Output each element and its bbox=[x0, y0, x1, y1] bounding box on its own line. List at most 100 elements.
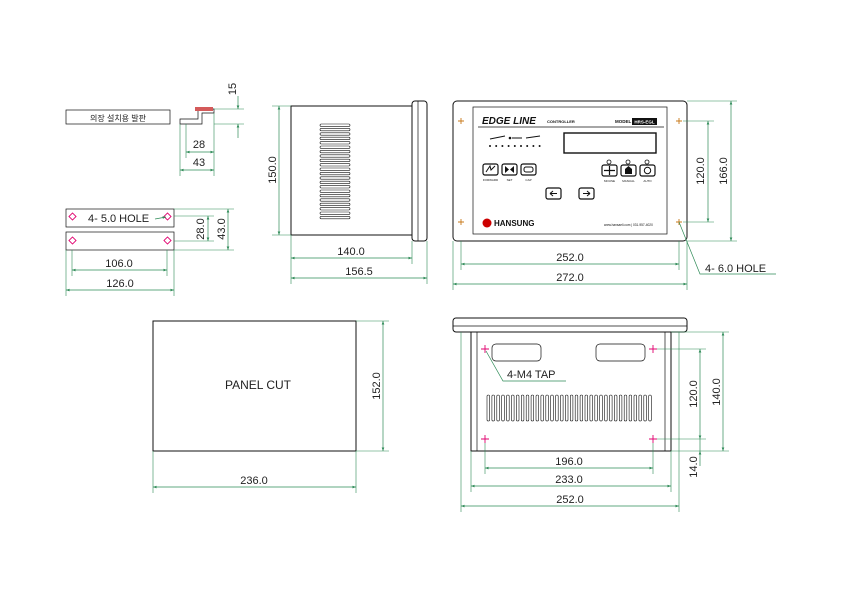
indicator-led bbox=[513, 145, 516, 147]
bottom-vent-slot bbox=[584, 394, 588, 422]
indicator-led bbox=[495, 145, 498, 147]
arrow-left-icon bbox=[549, 190, 557, 197]
plate-dim-pitch-v: 28.0 bbox=[195, 218, 207, 239]
front-dim-pitch-h: 252.0 bbox=[556, 252, 584, 264]
auto-icon bbox=[643, 166, 652, 175]
bottom-vent-slot bbox=[550, 394, 554, 422]
bottom-dim-pitch-h: 196.0 bbox=[555, 456, 583, 468]
arrow-right-icon bbox=[583, 190, 591, 197]
side-vent-slot bbox=[319, 158, 351, 162]
manual-icon bbox=[625, 166, 632, 174]
plate-lower bbox=[65, 231, 175, 251]
front-indicator-leds bbox=[489, 145, 541, 147]
side-vent-slot bbox=[319, 185, 351, 189]
bracket-caption: 의장 설치용 발판 bbox=[90, 113, 147, 123]
plate-view: 4- 5.0 HOLE 28.0 43.0 106.0 126.0 bbox=[65, 208, 234, 296]
bottom-slot-right bbox=[595, 343, 646, 362]
bottom-vent-slot bbox=[648, 394, 652, 422]
plate-hole-label: 4- 5.0 HOLE bbox=[88, 213, 149, 225]
indicator-led bbox=[489, 145, 491, 147]
panel-cut-dim-height: 152.0 bbox=[371, 372, 383, 400]
front-model-box bbox=[632, 118, 657, 125]
bottom-vent-slot bbox=[599, 394, 603, 422]
side-dim-total-depth: 156.5 bbox=[345, 266, 373, 278]
bottom-vent-slot bbox=[535, 394, 539, 422]
plate-dim-height: 43.0 bbox=[216, 218, 228, 239]
side-vent-slot bbox=[319, 132, 351, 136]
bottom-vent-slot bbox=[618, 394, 623, 422]
cap-button[interactable] bbox=[520, 163, 537, 176]
bottom-vent-slot bbox=[574, 394, 579, 422]
front-dim-pitch-v: 120.0 bbox=[695, 157, 707, 185]
bottom-bezel bbox=[452, 317, 688, 333]
bracket-view: 의장 설치용 발판 15 28 43 bbox=[65, 83, 244, 176]
side-vent-slot bbox=[319, 198, 351, 202]
bottom-tap-leader bbox=[485, 350, 566, 382]
bottom-body bbox=[470, 331, 672, 452]
bottom-vent-slot bbox=[565, 394, 569, 422]
front-panel bbox=[472, 106, 668, 235]
front-brand: EDGE LINE bbox=[482, 116, 536, 127]
plate-hole-marker bbox=[68, 236, 77, 245]
set-button[interactable] bbox=[501, 163, 518, 176]
side-vent-slot bbox=[319, 154, 351, 158]
side-vent-slot bbox=[319, 145, 351, 149]
front-subtitle: CONTROLLER bbox=[547, 119, 575, 124]
bottom-vent-slot bbox=[486, 394, 490, 422]
side-vent-slot bbox=[319, 136, 351, 140]
auto-label: AUTO bbox=[643, 179, 652, 183]
plate-dim-pitch-h: 106.0 bbox=[105, 258, 133, 270]
hansung-logo-icon bbox=[482, 218, 492, 228]
bottom-vent-slot bbox=[511, 394, 515, 422]
bracket-dim-height: 15 bbox=[227, 83, 239, 95]
bottom-vent-slot bbox=[555, 394, 559, 422]
plus-icon bbox=[604, 166, 615, 175]
bottom-vent-slot bbox=[589, 394, 593, 422]
front-view: EDGE LINE CONTROLLER MODEL : HRS-EGL FOR… bbox=[452, 100, 776, 290]
bracket-dim-inner: 28 bbox=[193, 139, 205, 151]
bracket-mark bbox=[195, 107, 213, 111]
bottom-vent-slot bbox=[609, 394, 613, 422]
side-vent-slot bbox=[319, 207, 351, 211]
bottom-vent-slots bbox=[486, 394, 652, 422]
forward-label: FORWARD bbox=[483, 178, 499, 182]
front-model-value: HRS-EGL bbox=[634, 120, 655, 125]
side-vent-slot bbox=[319, 211, 351, 215]
side-vent-slot bbox=[319, 172, 351, 176]
bottom-vent-slot bbox=[614, 394, 618, 422]
bottom-dim-inner-width: 233.0 bbox=[555, 474, 583, 486]
indicator-led bbox=[526, 145, 529, 147]
side-vent-slot bbox=[319, 150, 351, 154]
auto-button[interactable] bbox=[639, 164, 656, 177]
indicator-led bbox=[507, 145, 510, 147]
bottom-tap-label: 4-M4 TAP bbox=[507, 369, 556, 381]
bottom-vent-slot bbox=[569, 394, 574, 422]
side-vent-slot bbox=[319, 194, 351, 198]
bottom-vent-slot bbox=[628, 394, 632, 422]
bottom-vent-slot bbox=[545, 394, 549, 422]
bottom-tap-holes bbox=[481, 345, 657, 443]
plate-hole-marker bbox=[68, 212, 77, 221]
bottom-dim-offset: 14.0 bbox=[688, 456, 700, 477]
bottom-vent-slot bbox=[594, 394, 598, 422]
front-contact: www.hansaeli.com | 031-957-4020 bbox=[604, 223, 653, 227]
bottom-vent-slot bbox=[501, 394, 505, 422]
panel-cut-dim-width: 236.0 bbox=[240, 475, 268, 487]
side-vent-slot bbox=[319, 180, 351, 184]
indicator-led bbox=[532, 145, 535, 147]
front-display-window bbox=[563, 132, 657, 154]
side-vent-slot bbox=[319, 202, 351, 206]
plate-hole-marker bbox=[163, 236, 172, 245]
bottom-vent-slot bbox=[516, 394, 520, 422]
side-vent-slot bbox=[319, 176, 351, 180]
front-switch-glyph bbox=[489, 135, 541, 140]
plate-hole-marker bbox=[163, 212, 172, 221]
bottom-vent-slot bbox=[491, 394, 495, 422]
side-vent-slots bbox=[319, 123, 351, 220]
side-vent-slot bbox=[319, 216, 351, 220]
bracket-profile bbox=[179, 108, 215, 125]
cap-icon bbox=[523, 166, 534, 173]
side-bezel bbox=[411, 100, 428, 242]
